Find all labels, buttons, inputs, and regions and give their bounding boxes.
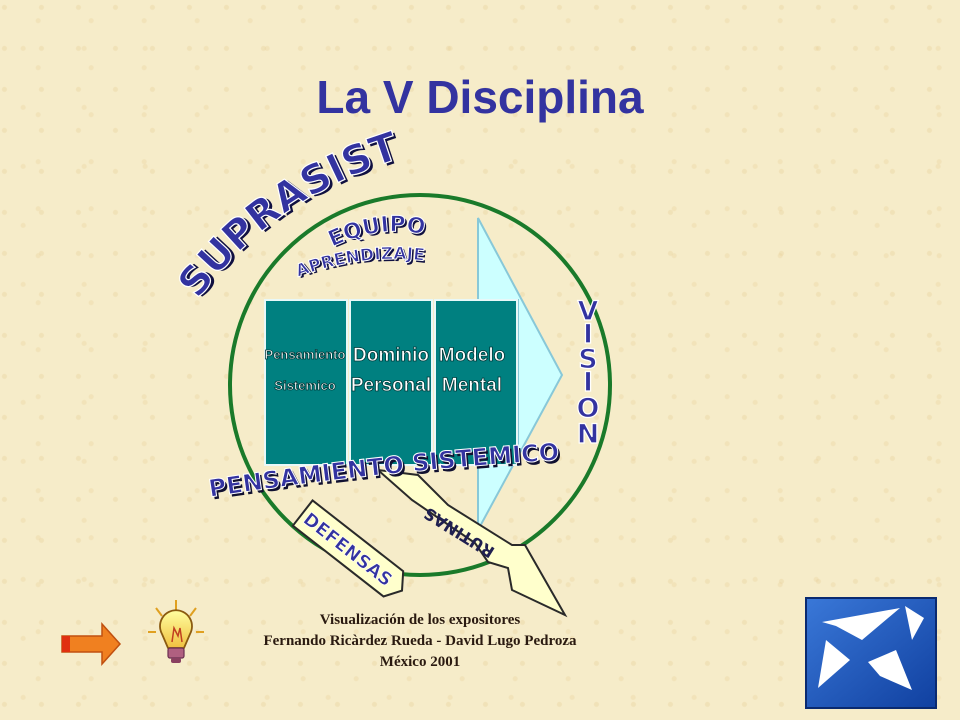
vision-label: V I S I O N (576, 295, 600, 450)
vision-letter-i1: I (583, 319, 593, 350)
box-label-dominio-2: Personal (351, 375, 431, 396)
box-label-pensamiento-2: Sistemico (274, 378, 335, 393)
box-pensamiento-sistemico (264, 299, 348, 466)
vision-letter-i2: I (583, 367, 593, 398)
slide-title: La V Disciplina (316, 71, 644, 123)
vision-letter-n: N (577, 419, 600, 450)
vision-letter-v: V (578, 296, 599, 327)
svg-text:APRENDIZAJE: APRENDIZAJE (293, 244, 426, 282)
defensas-label: DEFENSAS (299, 509, 396, 591)
defensas-banner: DEFENSAS (291, 499, 405, 598)
credits-line-3: México 2001 (379, 654, 461, 670)
box-dominio-personal (349, 299, 433, 466)
credits-line-1: Visualización de los expositores (319, 612, 521, 628)
box-modelo-mental (434, 299, 518, 466)
system-circle (228, 193, 612, 577)
arrows-logo-icon[interactable] (805, 597, 937, 709)
vision-letter-s: S (578, 344, 597, 375)
lightbulb-icon (148, 600, 204, 663)
vision-letter-o: O (577, 393, 600, 424)
credits: Visualización de los expositores Fernand… (200, 610, 640, 673)
box-label-modelo-2: Mental (442, 375, 502, 396)
aprendizaje-label: APRENDIZAJE (293, 243, 427, 282)
rutinas-banner: RUTINAS (374, 468, 568, 618)
credits-line-2: Fernando Ricàrdez Rueda - David Lugo Ped… (263, 633, 577, 649)
box-label-dominio-1: Dominio (353, 345, 429, 366)
right-arrow-icon[interactable] (61, 622, 122, 666)
discipline-boxes: Pensamiento Sistemico Dominio Personal M… (264, 299, 518, 466)
box-label-pensamiento-1: Pensamiento (265, 347, 346, 362)
box-label-modelo-1: Modelo (439, 345, 506, 366)
